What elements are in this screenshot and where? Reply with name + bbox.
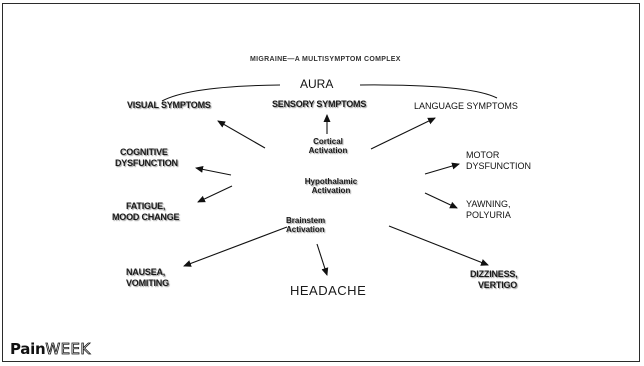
hypothalamic-line-2: Activation — [311, 186, 351, 195]
arrow-fatigue — [197, 185, 233, 203]
cortical-line-2: Activation — [308, 146, 348, 155]
dizziness-vertigo-label: DIZZINESS, VERTIGO — [470, 269, 518, 291]
arrow-visual — [217, 120, 266, 149]
cortical-line-1: Cortical — [313, 137, 343, 146]
arrow-nausea — [183, 226, 288, 267]
cognitive-dysfunction-label: COGNITIVE DYSFUNCTION — [115, 147, 178, 169]
fatigue-mood-label: FATIGUE, MOOD CHANGE — [112, 201, 180, 223]
nausea-line-2: VOMITING — [126, 278, 169, 288]
dizziness-line-1: DIZZINESS, — [470, 269, 518, 279]
brainstem-line-2: Activation — [286, 225, 325, 234]
nausea-line-1: NAUSEA, — [126, 267, 166, 277]
dizziness-line-2: VERTIGO — [478, 280, 518, 290]
visual-symptoms-label: VISUAL SYMPTOMS — [127, 100, 211, 110]
brainstem-line-1: Brainstem — [286, 216, 326, 225]
motor-line-1: MOTOR — [466, 150, 500, 160]
aura-bracket-left — [161, 84, 281, 102]
nausea-vomiting-label: NAUSEA, VOMITING — [126, 267, 169, 289]
yawning-line-1: YAWNING, — [466, 199, 511, 209]
slide-frame — [2, 3, 640, 362]
logo-week-text: WEEK — [45, 340, 91, 359]
arrow-cognitive — [195, 165, 232, 176]
brainstem-activation-label: Brainstem Activation — [286, 216, 342, 234]
headache-label: HEADACHE — [290, 283, 367, 298]
slide-title: MIGRAINE—A MULTISYMPTOM COMPLEX — [250, 56, 401, 63]
yawning-polyuria-label: YAWNING, POLYURIA — [466, 199, 511, 221]
sensory-symptoms-label: SENSORY SYMPTOMS — [272, 99, 367, 109]
logo-pain-text: Pain — [10, 340, 46, 358]
arrow-yawning — [424, 192, 458, 209]
motor-line-2: DYSFUNCTION — [466, 161, 531, 171]
yawning-line-2: POLYURIA — [466, 210, 511, 220]
motor-dysfunction-label: MOTOR DYSFUNCTION — [466, 150, 531, 172]
cognitive-line-2: DYSFUNCTION — [115, 158, 178, 168]
cortical-activation-label: Cortical Activation — [304, 137, 352, 155]
arrow-dizziness — [388, 225, 489, 266]
hypothalamic-activation-label: Hypothalamic Activation — [296, 177, 366, 195]
language-symptoms-label: LANGUAGE SYMPTOMS — [414, 101, 518, 111]
cognitive-line-1: COGNITIVE — [120, 147, 168, 157]
hypothalamic-line-1: Hypothalamic — [304, 177, 358, 186]
aura-bracket-right — [359, 84, 498, 99]
arrow-language — [370, 117, 436, 150]
arrow-motor — [424, 162, 460, 175]
aura-label: AURA — [300, 77, 334, 91]
arrow-headache — [316, 243, 329, 276]
fatigue-line-2: MOOD CHANGE — [112, 212, 180, 222]
fatigue-line-1: FATIGUE, — [126, 201, 166, 211]
